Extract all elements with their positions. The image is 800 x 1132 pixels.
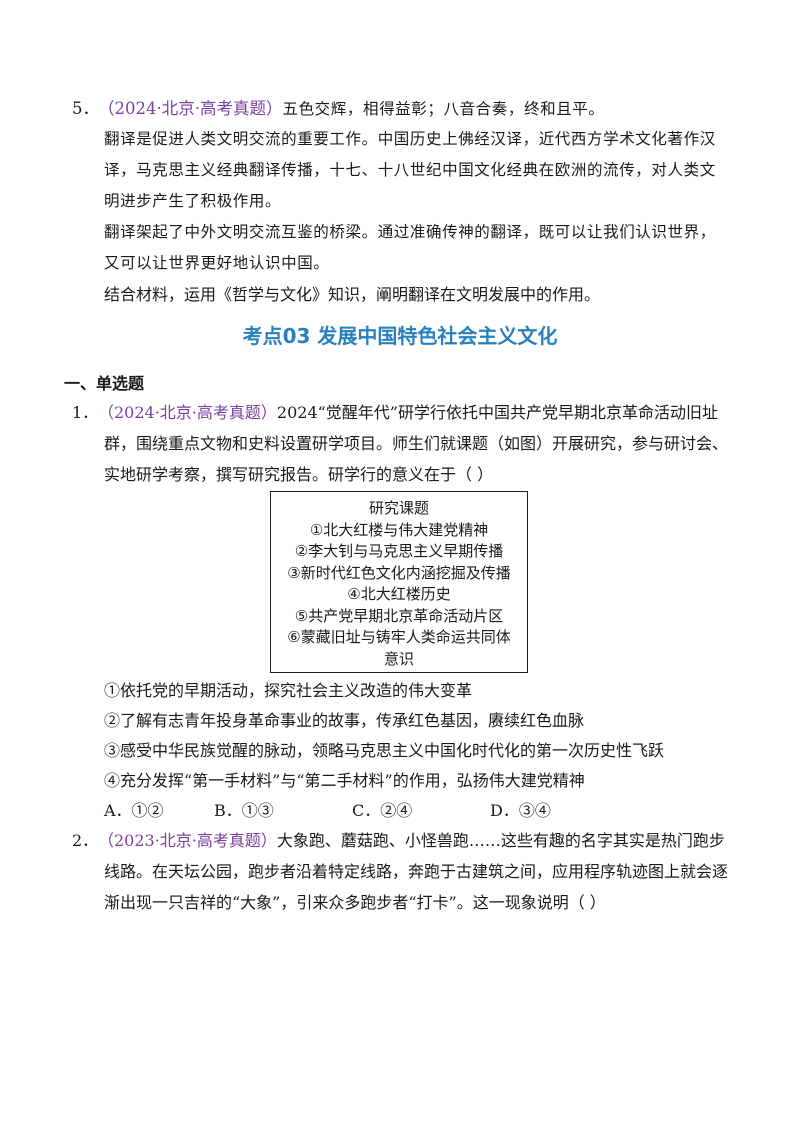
- q1-number: 1．: [72, 403, 99, 422]
- q1-line1: 1．（2024·北京·高考真题）2024“觉醒年代”研学行依托中国共产党早期北京…: [72, 402, 718, 424]
- option-c[interactable]: C．②④: [352, 801, 413, 820]
- q5-para2-line2: 又可以让世界更好地认识中国。: [104, 254, 330, 272]
- topic-item: 意识: [383, 649, 414, 668]
- q5-para1-line2: 译，马克思主义经典翻译传播，十七、十八世纪中国文化经典在欧洲的流传，对人类文: [104, 161, 716, 179]
- q5-task: 结合材料，运用《哲学与文化》知识，阐明翻译在文明发展中的作用。: [104, 285, 601, 304]
- q2-number: 2．: [72, 831, 99, 850]
- topic-item: ⑤共产党早期北京革命活动片区: [294, 606, 504, 625]
- q5-stem-line: 5．（2024·北京·高考真题）五色交辉，相得益彰；八音合奏，终和且平。: [72, 98, 605, 120]
- q5-source: （2024·北京·高考真题）: [98, 99, 283, 118]
- q1-statement: ②了解有志青年投身革命事业的故事，传承红色基因，赓续红色血脉: [104, 711, 585, 730]
- q1-line2: 群，围绕重点文物和史料设置研学项目。师生们就课题（如图）开展研究，参与研讨会、: [104, 434, 729, 453]
- option-d[interactable]: D．③④: [490, 801, 551, 820]
- topic-item: ①北大红楼与伟大建党精神: [309, 520, 489, 539]
- q1-source: （2024·北京·高考真题）: [98, 403, 277, 422]
- q2-line3: 渐出现一只吉祥的“大象”，引来众多跑步者“打卡”。这一现象说明（ ）: [104, 893, 606, 912]
- q2-line1-text: 大象跑、蘑菇跑、小怪兽跑……这些有趣的名字其实是热门跑步: [276, 831, 725, 850]
- topic-item: ④北大红楼历史: [347, 585, 451, 603]
- q5-stem: 五色交辉，相得益彰；八音合奏，终和且平。: [282, 100, 605, 118]
- q1-line3: 实地研学考察，撰写研究报告。研学行的意义在于（ ）: [104, 465, 494, 484]
- topic-item: ②李大钊与马克思主义早期传播: [294, 542, 504, 560]
- research-topic-box: 研究课题 ①北大红楼与伟大建党精神 ②李大钊与马克思主义早期传播 ③新时代红色文…: [270, 491, 528, 673]
- section-title: 考点03 发展中国特色社会主义文化: [242, 324, 558, 348]
- q1-statement: ④充分发挥“第一手材料”与“第二手材料”的作用，弘扬伟大建党精神: [104, 771, 585, 790]
- q2-line2: 线路。在天坛公园，跑步者沿着特定线路，奔跑于古建筑之间，应用程序轨迹图上就会逐: [104, 862, 729, 881]
- q5-para1-line3: 明进步产生了积极作用。: [104, 192, 282, 210]
- q2-source: （2023·北京·高考真题）: [98, 831, 277, 850]
- topic-item: ③新时代红色文化内涵挖掘及传播: [287, 563, 511, 582]
- subheading: 一、单选题: [64, 374, 145, 393]
- option-b[interactable]: B．①③: [214, 801, 274, 820]
- q1-statement: ①依托党的早期活动，探究社会主义改造的伟大变革: [104, 681, 473, 700]
- option-a[interactable]: A．①②: [104, 801, 164, 820]
- q1-statement: ③感受中华民族觉醒的脉动，领略马克思主义中国化时代化的第一次历史性飞跃: [104, 741, 665, 760]
- topic-item: ⑥蒙藏旧址与铸牢人类命运共同体: [287, 628, 511, 646]
- q5-para2-line1: 翻译架起了中外文明交流互鉴的桥梁。通过准确传神的翻译，既可以让我们认识世界，: [104, 223, 716, 241]
- q1-line1-text: 2024“觉醒年代”研学行依托中国共产党早期北京革命活动旧址: [276, 403, 718, 422]
- topic-box-title: 研究课题: [368, 499, 429, 517]
- q5-para1-line1: 翻译是促进人类文明交流的重要工作。中国历史上佛经汉译，近代西方学术文化著作汉: [104, 130, 716, 148]
- q2-line1: 2．（2023·北京·高考真题）大象跑、蘑菇跑、小怪兽跑……这些有趣的名字其实是…: [72, 830, 725, 852]
- q5-number: 5．: [72, 99, 99, 118]
